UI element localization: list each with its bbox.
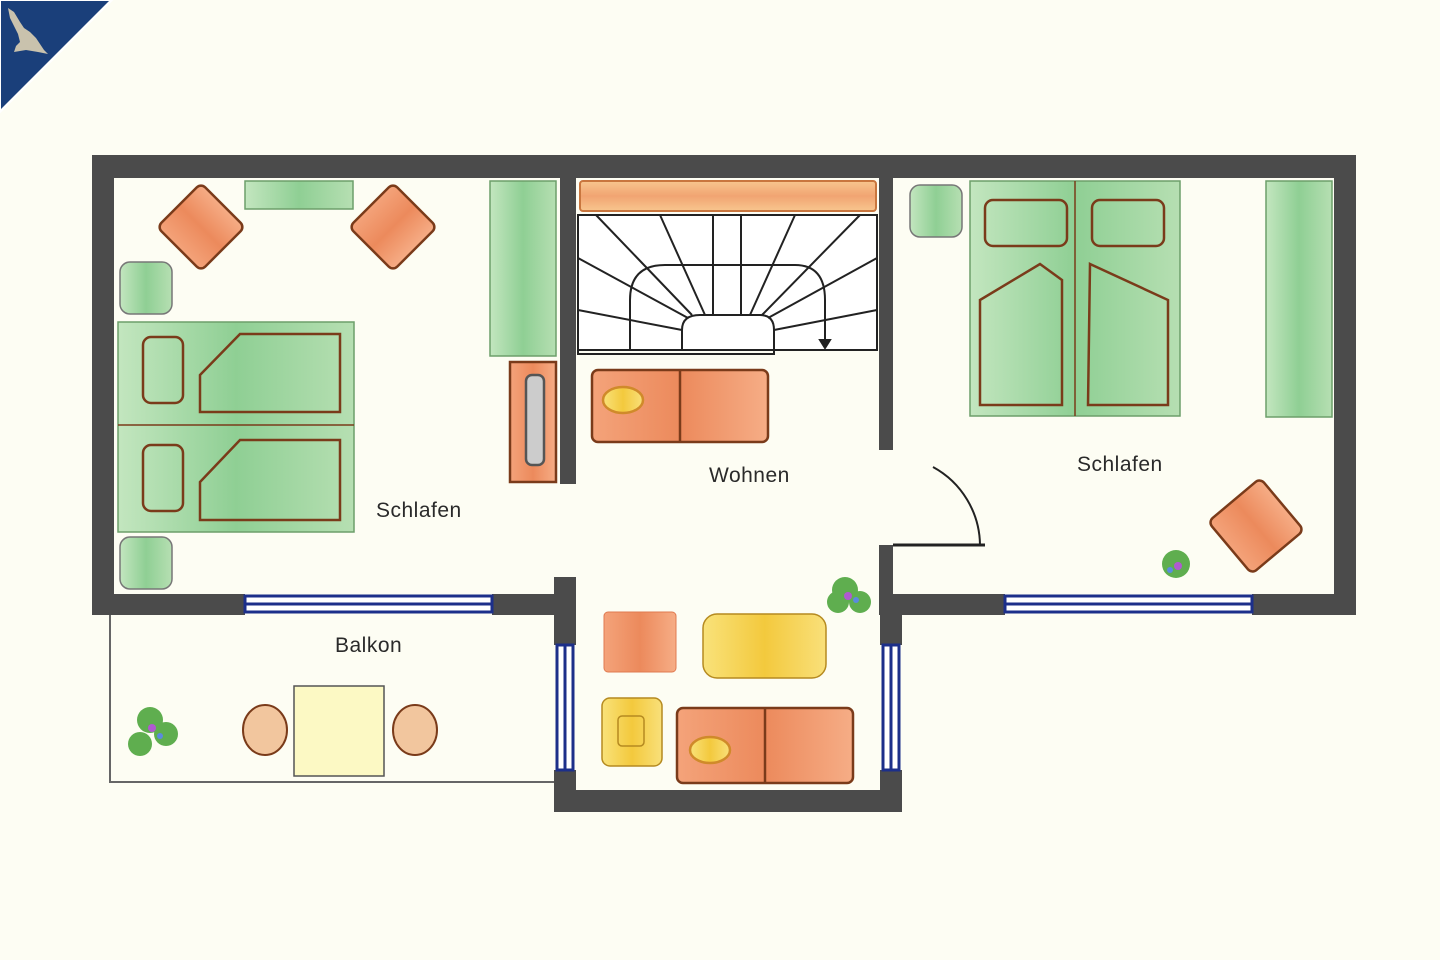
room-label-living: Wohnen — [709, 464, 790, 487]
walls — [92, 155, 1356, 812]
room-label-bedroom-left: Schlafen — [376, 499, 462, 522]
balcony-furniture — [242, 685, 438, 777]
room-label-balcony: Balkon — [335, 634, 403, 657]
windows — [243, 594, 1254, 772]
bedroom-right-furniture — [909, 180, 1333, 573]
living-furniture — [590, 368, 855, 785]
balcony-outline — [109, 615, 554, 783]
bedroom-left-furniture — [117, 180, 558, 590]
plant-icon — [1162, 550, 1190, 578]
plant-icon — [827, 577, 871, 613]
door — [893, 466, 985, 547]
room-label-bedroom-right: Schlafen — [1077, 453, 1163, 476]
island-logo — [0, 0, 114, 114]
plant-icon — [128, 707, 178, 756]
plants — [128, 550, 1190, 756]
staircase — [577, 180, 878, 355]
